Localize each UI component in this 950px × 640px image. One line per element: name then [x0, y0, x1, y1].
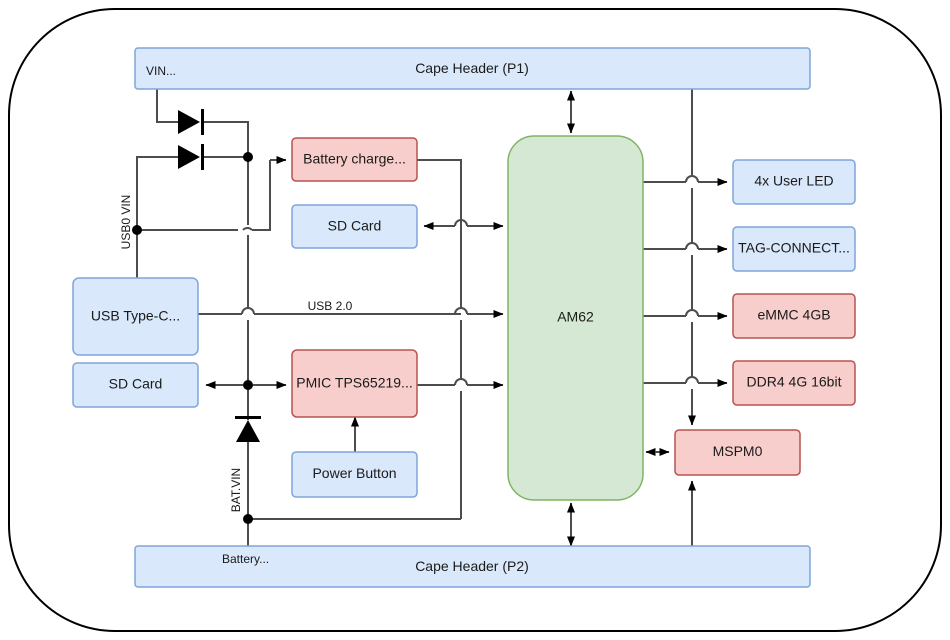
power-button-label: Power Button: [312, 465, 396, 481]
mspm0-box[interactable]: [674, 429, 801, 476]
user-led-label: 4x User LED: [754, 173, 833, 189]
sd-card-top-box[interactable]: [291, 204, 418, 249]
pmic-box[interactable]: [291, 349, 418, 418]
wire-jump: [454, 378, 468, 386]
junction-dot: [132, 225, 142, 235]
battery-charger-block[interactable]: Battery charge...: [291, 137, 418, 182]
wire-usb0vin-jump-up: [252, 160, 271, 231]
wire-jump: [685, 175, 699, 183]
ddr4-label: DDR4 4G 16bit: [747, 374, 842, 390]
usb-type-c-label: USB Type-C...: [91, 308, 180, 324]
wire-usbc-to-usb0vin: [136, 156, 178, 278]
wire-label-usb-20: USB 2.0: [308, 299, 353, 313]
tag-connect-block[interactable]: TAG-CONNECT...: [732, 226, 856, 272]
diode-group: [178, 109, 261, 442]
cape-header-p1-label: Cape Header (P1): [415, 60, 529, 76]
sd-card-top-label: SD Card: [328, 218, 382, 234]
am62-label: AM62: [557, 309, 594, 325]
pmic-label: PMIC TPS65219...: [296, 375, 412, 391]
cape-header-p1-side-label: VIN...: [146, 64, 176, 78]
diode-icon: [178, 109, 204, 135]
sd-card-left-label: SD Card: [109, 376, 163, 392]
cape-header-p2-box[interactable]: [134, 545, 811, 588]
wire-layer: [136, 88, 728, 575]
wire-jump: [242, 227, 253, 231]
tag-connect-box[interactable]: [732, 226, 856, 272]
junction-dots: [132, 152, 253, 524]
mspm0-label: MSPM0: [713, 443, 763, 459]
emmc-block[interactable]: eMMC 4GB: [732, 293, 856, 339]
usb-type-c-block[interactable]: USB Type-C...: [72, 277, 199, 356]
am62-soc[interactable]: AM62: [507, 135, 644, 501]
wire-jump: [685, 309, 699, 317]
wire-charger-out: [417, 159, 462, 220]
cape-header-p2-side-label: Battery...: [222, 552, 269, 566]
am62-box[interactable]: [507, 135, 644, 501]
wire-label-bat-vin: BAT.VIN: [229, 468, 243, 512]
sd-card-left-block[interactable]: SD Card: [72, 362, 199, 408]
emmc-label: eMMC 4GB: [757, 307, 830, 323]
sd-card-left-box[interactable]: [72, 362, 199, 408]
junction-dot: [243, 152, 253, 162]
wire-label-usb0-vin: USB0 VIN: [119, 195, 133, 250]
usb-type-c-box[interactable]: [72, 277, 199, 356]
tag-connect-label: TAG-CONNECT...: [738, 240, 850, 256]
user-led-block[interactable]: 4x User LED: [732, 159, 856, 205]
power-button-block[interactable]: Power Button: [291, 451, 418, 498]
pmic-block[interactable]: PMIC TPS65219...: [291, 349, 418, 418]
user-led-box[interactable]: [732, 159, 856, 205]
junction-dot: [243, 380, 253, 390]
mspm0-block[interactable]: MSPM0: [674, 429, 801, 476]
wire-jumps: [241, 175, 699, 386]
cape-header-p2-label: Cape Header (P2): [415, 558, 529, 574]
wire-jump: [685, 376, 699, 384]
cape-header-p1[interactable]: Cape Header (P1) VIN...: [134, 47, 811, 90]
ddr4-block[interactable]: DDR4 4G 16bit: [732, 360, 856, 406]
ddr4-box[interactable]: [732, 360, 856, 406]
wire-p1-vin-to-diode: [156, 88, 178, 123]
cape-header-p1-box[interactable]: [134, 47, 811, 90]
sd-card-top-block[interactable]: SD Card: [291, 204, 418, 249]
battery-charger-label: Battery charge...: [303, 151, 406, 167]
wire-jump: [454, 307, 468, 315]
battery-charger-box[interactable]: [291, 137, 418, 182]
diode-icon: [178, 144, 204, 170]
wire-jump: [241, 307, 255, 315]
power-button-box[interactable]: [291, 451, 418, 498]
cape-header-p2[interactable]: Cape Header (P2) Battery...: [134, 545, 811, 588]
wire-jump: [685, 242, 699, 250]
emmc-box[interactable]: [732, 293, 856, 339]
wire-diode1-to-node: [202, 121, 249, 157]
diode-icon: [235, 416, 261, 442]
wire-jump: [454, 219, 468, 227]
junction-dot: [243, 514, 253, 524]
